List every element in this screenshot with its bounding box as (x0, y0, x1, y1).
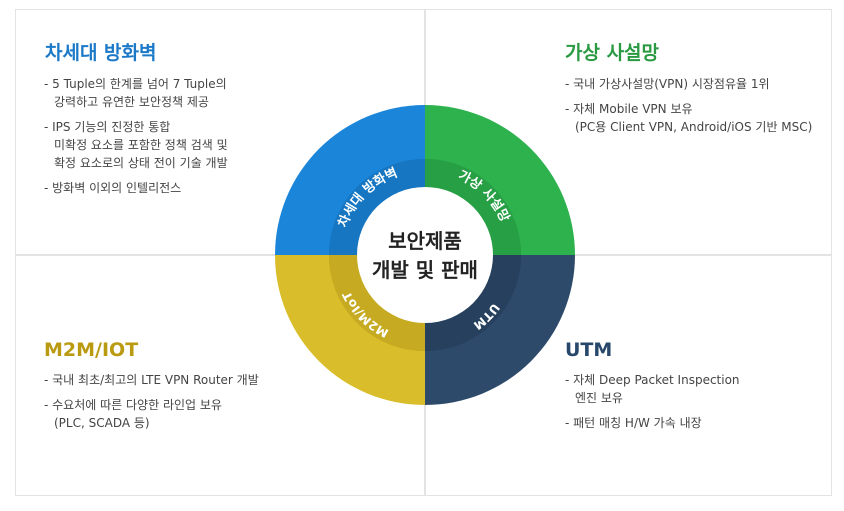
heading-vpn: 가상 사설망 (565, 42, 660, 64)
list-item: - 국내 가상사설망(VPN) 시장점유율 1위 (565, 75, 812, 93)
list-item-continuation: 강력하고 유연한 보안정책 제공 (54, 95, 209, 109)
list-utm: - 자체 Deep Packet Inspection 엔진 보유 - 패턴 매칭 … (565, 371, 740, 439)
list-item: - 자체 Mobile VPN 보유 (PC용 Client VPN, Andro… (565, 100, 812, 136)
list-item: - 국내 최초/최고의 LTE VPN Router 개발 (44, 371, 259, 389)
list-item-text: - 수요처에 따른 다양한 라인업 보유 (44, 398, 222, 412)
center-title-line1: 보안제품 (388, 229, 462, 253)
heading-next-gen-firewall: 차세대 방화벽 (45, 42, 157, 64)
list-item-text: - 국내 가상사설망(VPN) 시장점유율 1위 (565, 77, 770, 91)
list-item-continuation: (PC용 Client VPN, Android/iOS 기반 MSC) (575, 120, 813, 134)
list-item-text: - 5 Tuple의 한계를 넘어 7 Tuple의 (44, 77, 227, 91)
donut-diagram: 차세대 방화벽 가상 사설망 M2M/IoT UTM 보안제품 개발 및 판매 (275, 105, 575, 405)
list-item-text: - IPS 기능의 진정한 통합 (44, 120, 171, 134)
center-title-line2: 개발 및 판매 (372, 258, 478, 282)
list-item-text: - 자체 Deep Packet Inspection (565, 373, 740, 387)
list-item: - 패턴 매칭 H/W 가속 내장 (565, 414, 740, 432)
list-item: - 수요처에 따른 다양한 라인업 보유 (PLC, SCADA 등) (44, 396, 259, 432)
list-item-continuation: 미확정 요소를 포함한 정책 검색 및 (54, 138, 228, 152)
list-item-text: - 패턴 매칭 H/W 가속 내장 (565, 416, 702, 430)
list-item-continuation: 확정 요소로의 상태 전이 기술 개발 (54, 156, 228, 170)
list-m2m-iot: - 국내 최초/최고의 LTE VPN Router 개발 - 수요처에 따른 다… (44, 371, 259, 439)
list-item: - 방화벽 이외의 인텔리전스 (44, 179, 228, 197)
list-item-continuation: 엔진 보유 (575, 391, 623, 405)
list-item-text: - 방화벽 이외의 인텔리전스 (44, 181, 182, 195)
list-item: - 자체 Deep Packet Inspection 엔진 보유 (565, 371, 740, 407)
heading-utm: UTM (565, 339, 613, 361)
list-item-text: - 자체 Mobile VPN 보유 (565, 102, 693, 116)
list-item-text: - 국내 최초/최고의 LTE VPN Router 개발 (44, 373, 259, 387)
heading-m2m-iot: M2M/IOT (44, 339, 139, 361)
list-item-continuation: (PLC, SCADA 등) (54, 416, 150, 430)
list-vpn: - 국내 가상사설망(VPN) 시장점유율 1위 - 자체 Mobile VPN … (565, 75, 812, 143)
center-circle (357, 187, 493, 323)
